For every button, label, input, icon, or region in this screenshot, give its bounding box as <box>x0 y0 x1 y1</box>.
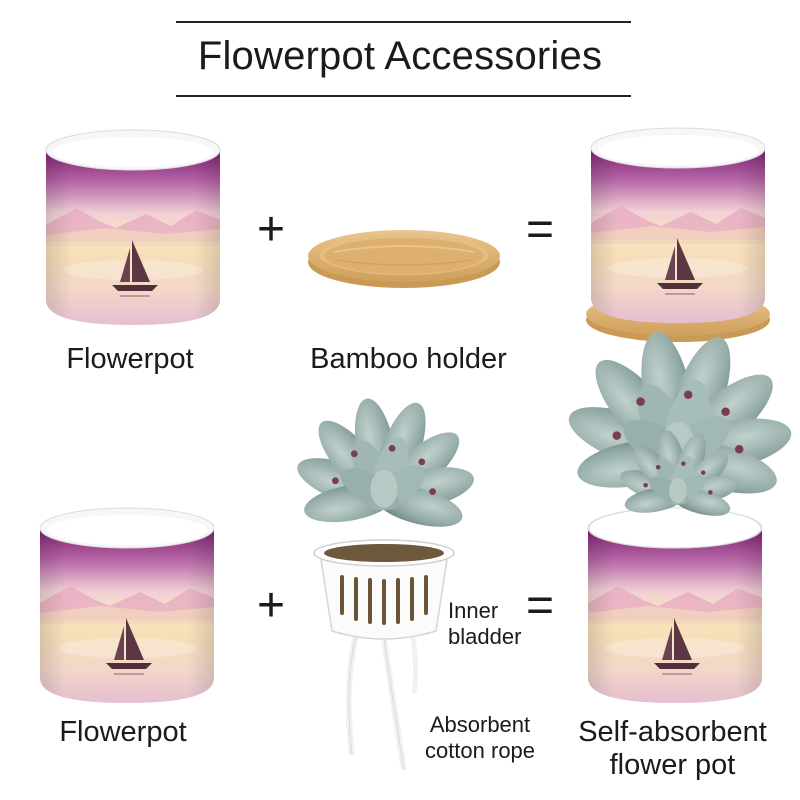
flowerpot-image-2 <box>39 507 215 704</box>
title-rule-top <box>176 21 631 23</box>
inner-label-line1: Inner <box>448 598 499 623</box>
rope-label-line2: cotton rope <box>424 738 536 764</box>
plus-sign: + <box>256 203 286 256</box>
self-absorbent-label: Self-absorbent flower pot <box>565 716 780 783</box>
result-label-line2: flower pot <box>609 749 736 782</box>
inner-bladder-image <box>291 395 478 771</box>
title-rule-bottom <box>176 95 631 97</box>
equals-sign-2: = <box>525 579 555 632</box>
equals-sign: = <box>525 203 555 256</box>
self-absorbent-pot-image <box>561 327 797 704</box>
flowerpot-label-2: Flowerpot <box>59 716 187 748</box>
flowerpot-with-holder-image <box>586 127 770 342</box>
result-label-line1: Self-absorbent <box>578 716 767 748</box>
inner-label-line2: bladder <box>448 624 522 650</box>
plus-sign-2: + <box>256 579 286 632</box>
bamboo-holder-label: Bamboo holder <box>310 343 507 375</box>
flowerpot-image <box>45 129 221 326</box>
bamboo-holder-image <box>308 230 500 288</box>
flowerpot-label: Flowerpot <box>66 343 194 375</box>
rope-label-line1: Absorbent <box>429 712 531 737</box>
inner-bladder-label: Inner bladder <box>448 598 538 651</box>
page-title: Flowerpot Accessories <box>197 34 603 78</box>
absorbent-rope-label: Absorbent cotton rope <box>410 712 550 765</box>
